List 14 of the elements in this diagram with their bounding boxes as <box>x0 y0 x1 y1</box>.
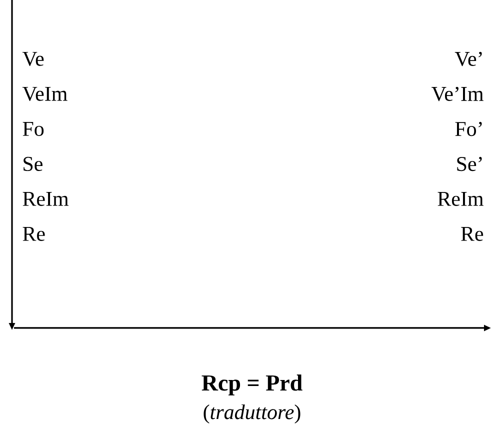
label: Se <box>24 156 42 172</box>
label: Fo’ <box>455 122 482 136</box>
title: Rcp = Prd <box>202 374 302 396</box>
label: Ve’ <box>454 52 482 66</box>
label: ReIm <box>22 192 69 206</box>
label: Se’ <box>457 156 482 172</box>
label: Re <box>461 227 484 241</box>
label: Ve <box>22 52 44 66</box>
label: Re <box>22 227 45 241</box>
label: Fo <box>22 122 44 136</box>
label: Ve’Im <box>432 86 484 102</box>
caption: (traduttore) <box>204 404 300 424</box>
label: VeIm <box>22 86 68 102</box>
label: ReIm <box>438 192 484 206</box>
